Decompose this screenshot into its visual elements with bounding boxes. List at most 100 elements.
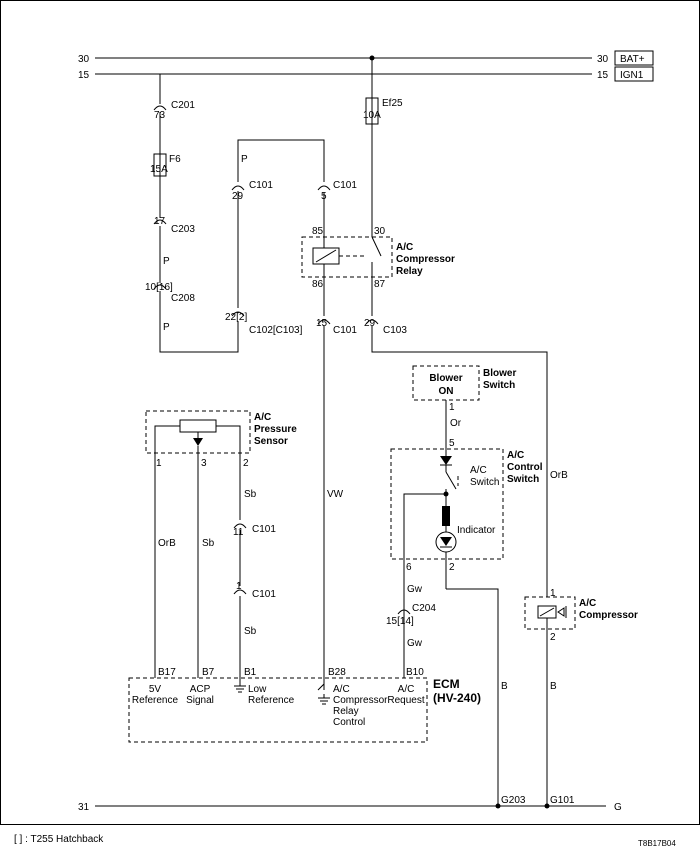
ecm-module: ECM (HV-240) B17 B7 B1 B28 B10 5V Refere… bbox=[128, 667, 481, 743]
wire-gw-1: Gw bbox=[407, 584, 423, 595]
ecm-pin-b1: B1 bbox=[244, 667, 257, 678]
control-switch-label-1: A/C bbox=[507, 450, 524, 461]
ground-g101: G101 bbox=[550, 795, 575, 806]
ac-compressor: 1 2 A/C Compressor B bbox=[524, 588, 638, 806]
compressor-label-2: Compressor bbox=[579, 610, 638, 621]
wire-sb-2: Sb bbox=[244, 489, 257, 500]
sensor-wires: OrB Sb Sb 11 C101 1 C101 Sb bbox=[154, 453, 276, 678]
relay-label-2: Compressor bbox=[396, 254, 455, 265]
ecm-pin-b10: B10 bbox=[406, 667, 424, 678]
ecm-relay-label-1: A/C bbox=[333, 684, 350, 695]
relay-pin-30: 30 bbox=[374, 226, 386, 237]
f6-rating: 15A bbox=[150, 164, 168, 175]
indicator-label: Indicator bbox=[457, 525, 496, 536]
wire-orb-1: OrB bbox=[158, 538, 176, 549]
blower-box-line-2: ON bbox=[439, 386, 454, 397]
f6-name: F6 bbox=[169, 154, 181, 165]
ign-rail-number-left: 15 bbox=[78, 70, 90, 81]
relay-label-3: Relay bbox=[396, 266, 423, 277]
c203-label: C203 bbox=[171, 224, 195, 235]
ecm-low-label-1: Low bbox=[248, 684, 267, 695]
ecm-relay-driver-icon bbox=[317, 678, 330, 705]
wire-orb-2: OrB bbox=[550, 470, 568, 481]
ign-rail: 15 15 IGN1 bbox=[78, 66, 654, 82]
ecm-request-label-1: A/C bbox=[398, 684, 415, 695]
wire-p-2: P bbox=[163, 322, 170, 333]
relay-pin-87: 87 bbox=[374, 279, 386, 290]
c101-top-left-label: C101 bbox=[249, 180, 273, 191]
footer-code: T8B17B04 bbox=[638, 839, 676, 848]
wire-b-1: B bbox=[501, 681, 508, 692]
c101-top-right-label: C101 bbox=[333, 180, 357, 191]
c201-pin: 73 bbox=[154, 110, 166, 121]
ac-switch-label-1: A/C bbox=[470, 465, 487, 476]
control-switch-pin-5: 5 bbox=[449, 438, 455, 449]
control-switch-label-2: Control bbox=[507, 462, 543, 473]
bat-label-box bbox=[614, 50, 654, 66]
blower-switch: Blower ON Blower Switch 1 Or bbox=[412, 365, 516, 449]
c101-sb1-label: C101 bbox=[252, 524, 276, 535]
ground-g203: G203 bbox=[501, 795, 526, 806]
relay-pin-86: 86 bbox=[312, 279, 324, 290]
relay-pin-85: 85 bbox=[312, 226, 324, 237]
c102-label: C102[C103] bbox=[249, 325, 303, 336]
sensor-pin-1: 1 bbox=[156, 458, 162, 469]
ign-label-box bbox=[614, 66, 654, 82]
ecm-acp-label-2: Signal bbox=[186, 695, 214, 706]
c201-label: C201 bbox=[171, 100, 195, 111]
relay-label-1: A/C bbox=[396, 242, 413, 253]
footer-note: [ ] : T255 Hatchback bbox=[14, 834, 104, 845]
ecm-pin-b7: B7 bbox=[202, 667, 215, 678]
c101-sb2-pin: 1 bbox=[236, 581, 242, 592]
wire-vw: VW bbox=[327, 489, 344, 500]
switch-diode-icon bbox=[440, 456, 452, 465]
blower-box-line-1: Blower bbox=[429, 373, 462, 384]
relay-output-wires: 15 C101 VW 29 C103 OrB bbox=[316, 277, 568, 690]
compressor-pin-2: 2 bbox=[550, 632, 556, 643]
wire-or: Or bbox=[450, 418, 462, 429]
c208-pin: 10[16] bbox=[145, 282, 173, 293]
c101-mid-label: C101 bbox=[333, 325, 357, 336]
c101-top-right-pin: 5 bbox=[321, 191, 327, 202]
wire-p-1: P bbox=[163, 256, 170, 267]
ecm-5v-label-2: Reference bbox=[132, 695, 179, 706]
sensor-pin-3: 3 bbox=[201, 458, 207, 469]
wire-p-3: P bbox=[241, 154, 248, 165]
sensor-pin-2: 2 bbox=[243, 458, 249, 469]
ign-label: IGN1 bbox=[620, 70, 644, 81]
ef25-name: Ef25 bbox=[382, 98, 403, 109]
control-switch-pin-6: 6 bbox=[406, 562, 412, 573]
ground-rail: 31 G G203 G101 bbox=[78, 795, 622, 813]
bat-rail-number-left: 30 bbox=[78, 54, 90, 65]
sensor-arrow-icon bbox=[193, 438, 203, 446]
compressor-pin-1: 1 bbox=[550, 588, 556, 599]
ecm-pin-b28: B28 bbox=[328, 667, 346, 678]
ecm-label-1: ECM bbox=[433, 677, 460, 691]
ecm-relay-label-4: Control bbox=[333, 717, 365, 728]
sensor-label-1: A/C bbox=[254, 412, 271, 423]
ign-rail-number-right: 15 bbox=[597, 70, 609, 81]
c102-pin: 22[2] bbox=[225, 312, 247, 323]
ecm-pin-b17: B17 bbox=[158, 667, 176, 678]
wire-sb-3: Sb bbox=[244, 626, 257, 637]
ecm-low-label-2: Reference bbox=[248, 695, 295, 706]
c101-sb2-label: C101 bbox=[252, 589, 276, 600]
ground-rail-label: G bbox=[614, 802, 622, 813]
wire-b-2: B bbox=[550, 681, 557, 692]
ecm-relay-label-3: Relay bbox=[333, 706, 359, 717]
c208-label: C208 bbox=[171, 293, 195, 304]
ecm-relay-label-2: Compressor bbox=[333, 695, 388, 706]
indicator-resistor-icon bbox=[442, 506, 450, 526]
ecm-label-2: (HV-240) bbox=[433, 691, 481, 705]
c101-top-left-pin: 29 bbox=[232, 191, 244, 202]
ac-pressure-sensor: A/C Pressure Sensor 1 3 2 bbox=[145, 410, 297, 469]
c101-sb1-pin: 11 bbox=[233, 527, 244, 538]
bat-rail-number-right: 30 bbox=[597, 54, 609, 65]
ecm-request-label-2: Request bbox=[387, 695, 424, 706]
ecm-acp-label-1: ACP bbox=[190, 684, 211, 695]
ac-switch-contact-icon bbox=[445, 471, 457, 490]
blower-label-2: Switch bbox=[483, 380, 515, 391]
control-switch-label-3: Switch bbox=[507, 474, 539, 485]
ecm-5v-label-1: 5V bbox=[149, 684, 162, 695]
